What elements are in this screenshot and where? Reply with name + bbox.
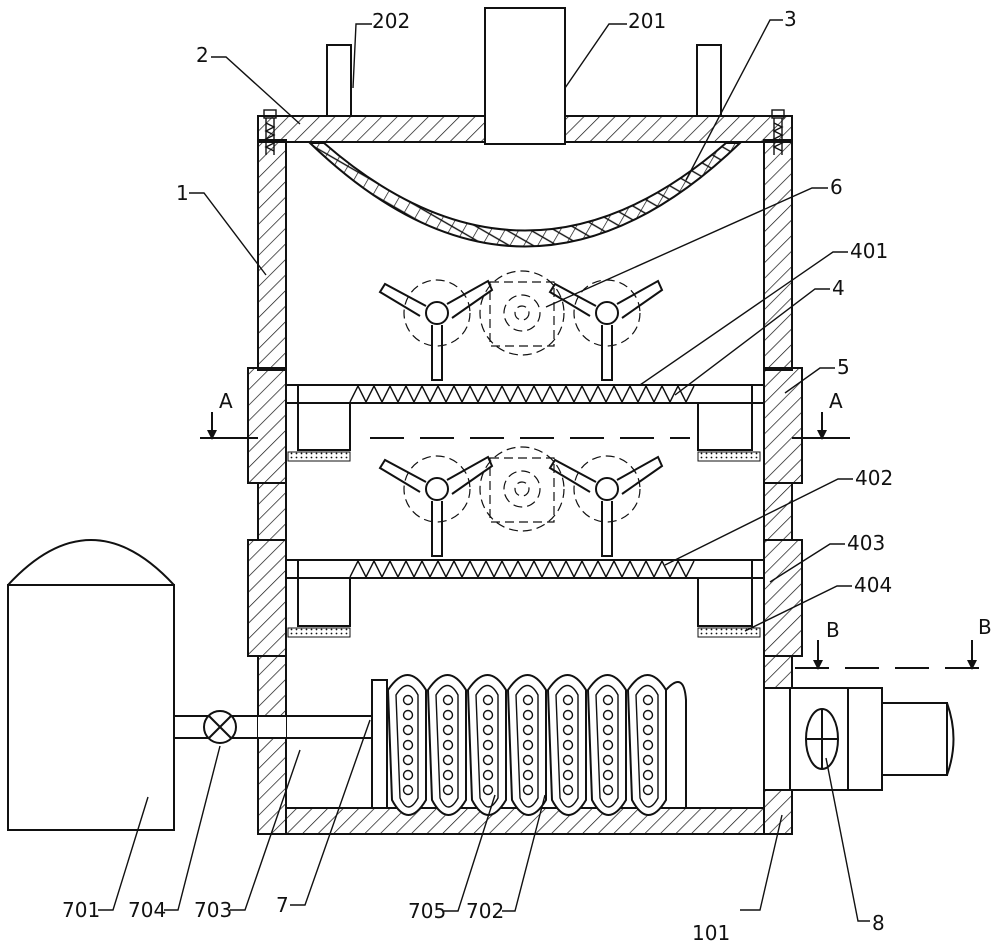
coil-hole	[482, 694, 494, 706]
coil-loop-inner	[635, 684, 659, 808]
coil-hole	[482, 709, 494, 721]
coil-hole	[642, 694, 654, 706]
coil-loop-inner	[395, 684, 419, 808]
coil-hole	[602, 769, 614, 781]
label-401: 401	[850, 239, 888, 263]
coil-hole	[642, 784, 654, 796]
coil-hole	[562, 784, 574, 796]
section-mark-a-left: A	[219, 389, 233, 413]
left-small-pipe	[326, 44, 352, 117]
coil-hole	[482, 754, 494, 766]
coil-hole	[482, 769, 494, 781]
coil-hole	[482, 784, 494, 796]
coil-hole	[402, 754, 414, 766]
coil-hole	[642, 724, 654, 736]
coil-hole	[442, 739, 454, 751]
coil-hole	[642, 769, 654, 781]
sieve-tray-upper	[247, 367, 803, 484]
right-small-pipe	[696, 44, 722, 117]
coil-hole	[482, 724, 494, 736]
gas-tank	[7, 539, 175, 831]
sieve-tray-lower	[247, 539, 803, 657]
coil-hole	[602, 784, 614, 796]
heating-coil	[371, 674, 687, 816]
coil-hole	[442, 754, 454, 766]
label-6: 6	[830, 175, 843, 199]
section-mark-b-left: B	[826, 618, 840, 642]
label-7: 7	[276, 893, 289, 917]
label-5: 5	[837, 355, 850, 379]
coil-loop-inner	[475, 684, 499, 808]
coil-hole	[522, 694, 534, 706]
coil-hole	[562, 754, 574, 766]
coil-hole	[562, 709, 574, 721]
section-mark-b-right: B	[978, 615, 992, 639]
coil-loop-inner	[595, 684, 619, 808]
label-403: 403	[847, 531, 885, 555]
coil-hole	[562, 694, 574, 706]
lower-crushing-rollers	[378, 446, 664, 557]
coil-hole	[522, 784, 534, 796]
section-line-b	[795, 640, 995, 670]
section-mark-a-right: A	[829, 389, 843, 413]
coil-hole	[442, 724, 454, 736]
coil-hole	[402, 709, 414, 721]
coil-hole	[642, 739, 654, 751]
label-202: 202	[372, 9, 410, 33]
curved-screen-dish	[307, 142, 743, 248]
coil-hole	[562, 769, 574, 781]
supply-pipe	[174, 715, 372, 739]
section-line-a	[200, 412, 850, 440]
blower-unit	[763, 687, 955, 791]
leader-lines	[98, 19, 870, 922]
coil-hole	[522, 739, 534, 751]
valve	[203, 710, 237, 744]
coil-hole	[442, 694, 454, 706]
coil-hole	[562, 739, 574, 751]
upper-crushing-rollers	[378, 270, 664, 381]
coil-hole	[442, 709, 454, 721]
label-3: 3	[784, 7, 797, 31]
coil-loop-inner	[555, 684, 579, 808]
coil-end	[665, 681, 687, 808]
coil-hole	[402, 739, 414, 751]
coil-hole	[602, 709, 614, 721]
label-705: 705	[408, 899, 446, 923]
coil-hole	[602, 724, 614, 736]
label-1: 1	[176, 181, 189, 205]
main-feed-pipe	[484, 7, 566, 145]
label-702: 702	[466, 899, 504, 923]
coil-hole	[562, 724, 574, 736]
label-4: 4	[832, 276, 845, 300]
coil-hole	[522, 709, 534, 721]
coil-hole	[402, 784, 414, 796]
label-701: 701	[62, 898, 100, 922]
label-2: 2	[196, 43, 209, 67]
coil-hole	[642, 709, 654, 721]
label-704: 704	[128, 898, 166, 922]
coil-hole	[442, 769, 454, 781]
coil-hole	[522, 724, 534, 736]
coil-hole	[482, 739, 494, 751]
coil-hole	[402, 769, 414, 781]
coil-hole	[522, 754, 534, 766]
coil-hole	[602, 694, 614, 706]
label-402: 402	[855, 466, 893, 490]
coil-loop-inner	[435, 684, 459, 808]
coil-loop-inner	[515, 684, 539, 808]
coil-hole	[642, 754, 654, 766]
coil-hole	[402, 694, 414, 706]
coil-hole	[442, 784, 454, 796]
coil-hole	[602, 754, 614, 766]
label-8: 8	[872, 911, 885, 935]
part-labels: 202 201 3 2 1 6 401 4 5 402 403 404 701 …	[62, 7, 992, 945]
label-101: 101	[692, 921, 730, 945]
coil-hole	[522, 769, 534, 781]
label-703: 703	[194, 898, 232, 922]
label-201: 201	[628, 9, 666, 33]
label-404: 404	[854, 573, 892, 597]
coil-hole	[602, 739, 614, 751]
coil-hole	[402, 724, 414, 736]
